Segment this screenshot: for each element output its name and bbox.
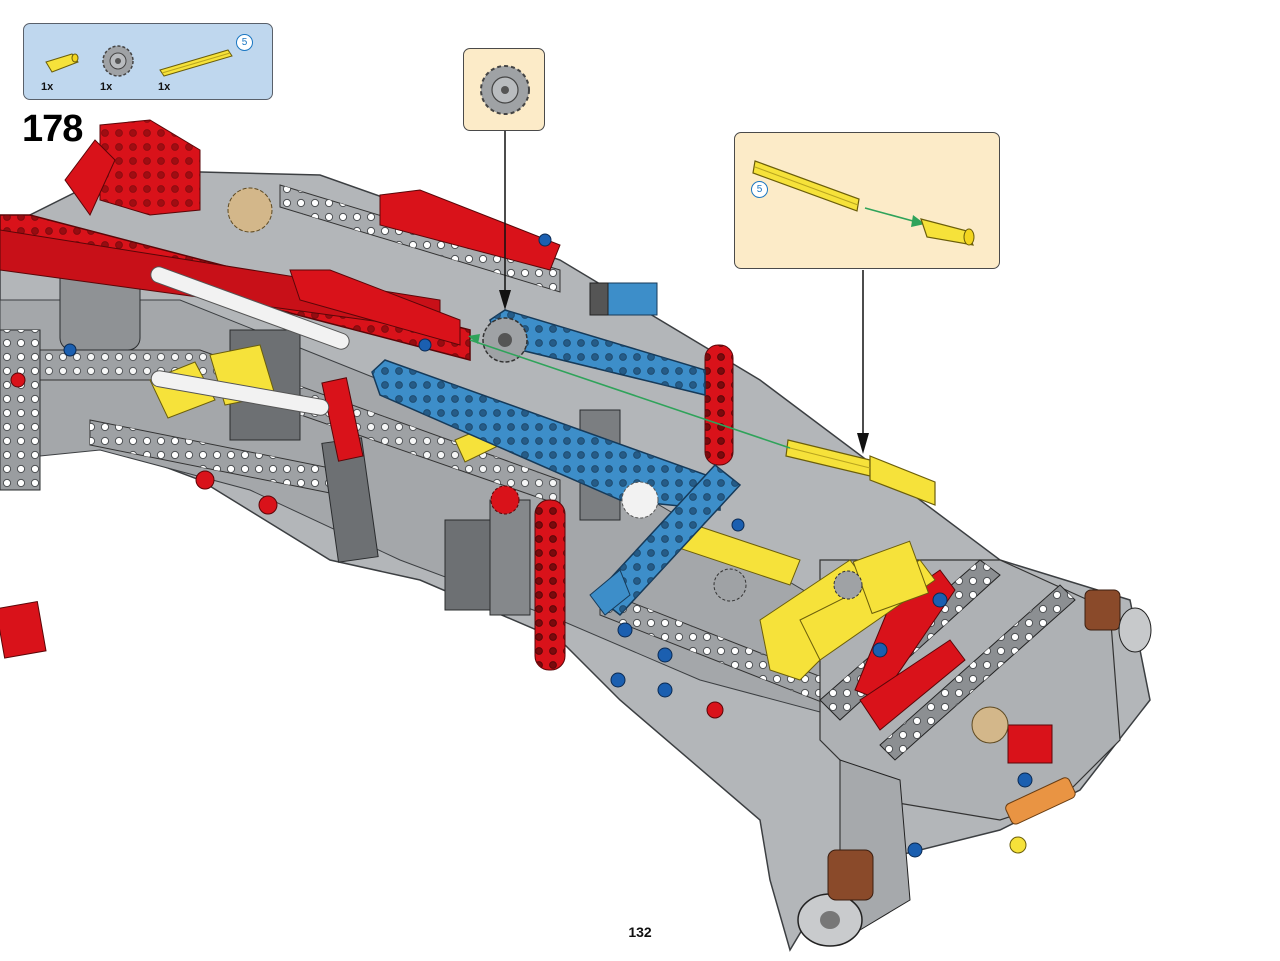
assembly-guide-line	[469, 339, 791, 449]
axle-length-badge: 5	[751, 181, 768, 198]
step-number: 178	[22, 108, 83, 150]
blue-beams	[371, 282, 742, 617]
parts-list: 1x 1x 1x 5	[23, 23, 273, 100]
grey-gear-icon	[102, 45, 134, 77]
axle-being-inserted	[785, 439, 936, 506]
part-qty: 1x	[41, 81, 54, 93]
grey-gear-icon	[480, 65, 530, 115]
part-qty: 1x	[100, 81, 113, 93]
yellow-parts	[149, 266, 936, 681]
part-qty: 1x	[158, 81, 171, 93]
gears	[227, 187, 863, 602]
yellow-axle-connector-icon	[45, 53, 79, 73]
pins	[10, 233, 1033, 858]
axle-assembly-diagram	[752, 160, 975, 246]
axle-assembly-callout: 5	[734, 132, 1000, 269]
yellow-axle-icon	[159, 49, 233, 77]
axle-length-badge: 5	[236, 34, 253, 51]
gear-callout	[463, 48, 545, 131]
red-beams	[0, 119, 966, 731]
page-number: 132	[628, 924, 652, 940]
